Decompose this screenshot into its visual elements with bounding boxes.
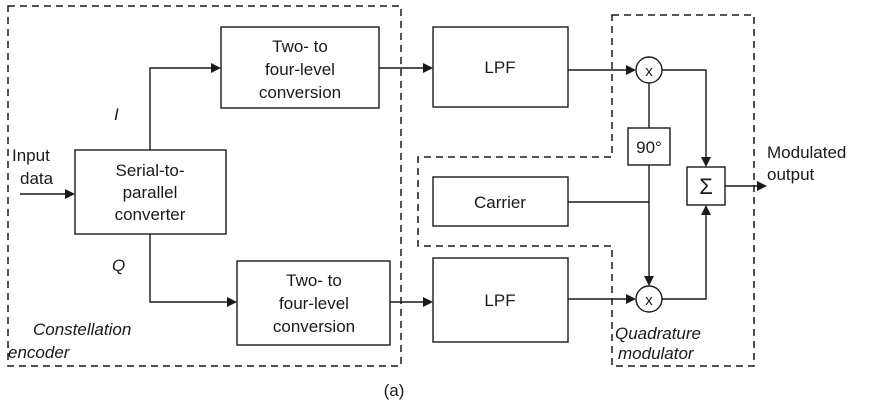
input-label-line-1: Input xyxy=(12,146,50,165)
serial-to-parallel-line-3: converter xyxy=(115,205,186,224)
lpf-top-label: LPF xyxy=(484,58,515,77)
lpf-bottom-to-mixer-arrowhead xyxy=(626,294,636,304)
carrier-to-mixer-bottom-arrowhead xyxy=(644,276,654,286)
mixer-bottom-to-summer-arrowhead xyxy=(701,205,711,215)
q-branch-label: Q xyxy=(112,256,125,275)
figure-caption: (a) xyxy=(384,381,405,400)
quadrature-modulator-label-line-2: modulator xyxy=(618,344,695,363)
i-branch-label: I xyxy=(114,105,119,124)
mixer-bottom-symbol: x xyxy=(645,292,653,309)
two-to-four-top-line-2: four-level xyxy=(265,60,335,79)
quadrature-modulator-label-line-1: Quadrature xyxy=(615,324,701,343)
lpf-top-to-mixer-arrowhead xyxy=(626,65,636,75)
summer-symbol: Σ xyxy=(699,174,713,199)
output-arrowhead xyxy=(757,181,767,191)
lpf-bottom-box xyxy=(432,257,569,343)
phase-shift-box xyxy=(627,127,671,166)
two-to-four-bottom-line-2: four-level xyxy=(279,294,349,313)
i-branch-arrowhead xyxy=(211,63,221,73)
two-to-four-top-line-3: conversion xyxy=(259,83,341,102)
input-label-line-2: data xyxy=(20,169,54,188)
output-label-line-1: Modulated xyxy=(767,143,846,162)
constellation-encoder-label-line-2: encoder xyxy=(8,343,71,362)
carrier-label: Carrier xyxy=(474,193,526,212)
i-branch-wire xyxy=(149,67,212,150)
mixer-top-to-summer-wire xyxy=(662,69,707,158)
two-to-four-level-top-box xyxy=(220,26,380,109)
q-branch-wire xyxy=(149,234,228,303)
serial-to-parallel-line-2: parallel xyxy=(123,183,178,202)
top-conv-to-lpf-arrowhead xyxy=(423,63,433,73)
lpf-bottom-label: LPF xyxy=(484,291,515,310)
two-to-four-bottom-line-3: conversion xyxy=(273,317,355,336)
two-to-four-level-bottom-box xyxy=(236,260,391,346)
serial-to-parallel-box xyxy=(74,149,227,235)
phase-shift-label: 90° xyxy=(636,138,662,157)
summer-box xyxy=(686,166,726,206)
constellation-encoder-label-line-1: Constellation xyxy=(33,320,131,339)
quadrature-modulator-region xyxy=(417,14,755,367)
serial-to-parallel-line-1: Serial-to- xyxy=(116,161,185,180)
bottom-conv-to-lpf-arrowhead xyxy=(423,297,433,307)
mixer-bottom-to-summer-wire xyxy=(662,214,707,300)
carrier-box xyxy=(432,176,569,227)
mixer-top-symbol: x xyxy=(645,63,653,80)
constellation-encoder-region xyxy=(7,5,402,367)
output-label-line-2: output xyxy=(767,165,815,184)
lpf-top-box xyxy=(432,26,569,108)
mixer-top-to-summer-arrowhead xyxy=(701,157,711,167)
two-to-four-top-line-1: Two- to xyxy=(272,37,328,56)
input-arrowhead xyxy=(65,189,75,199)
q-branch-arrowhead xyxy=(227,297,237,307)
two-to-four-bottom-line-1: Two- to xyxy=(286,271,342,290)
